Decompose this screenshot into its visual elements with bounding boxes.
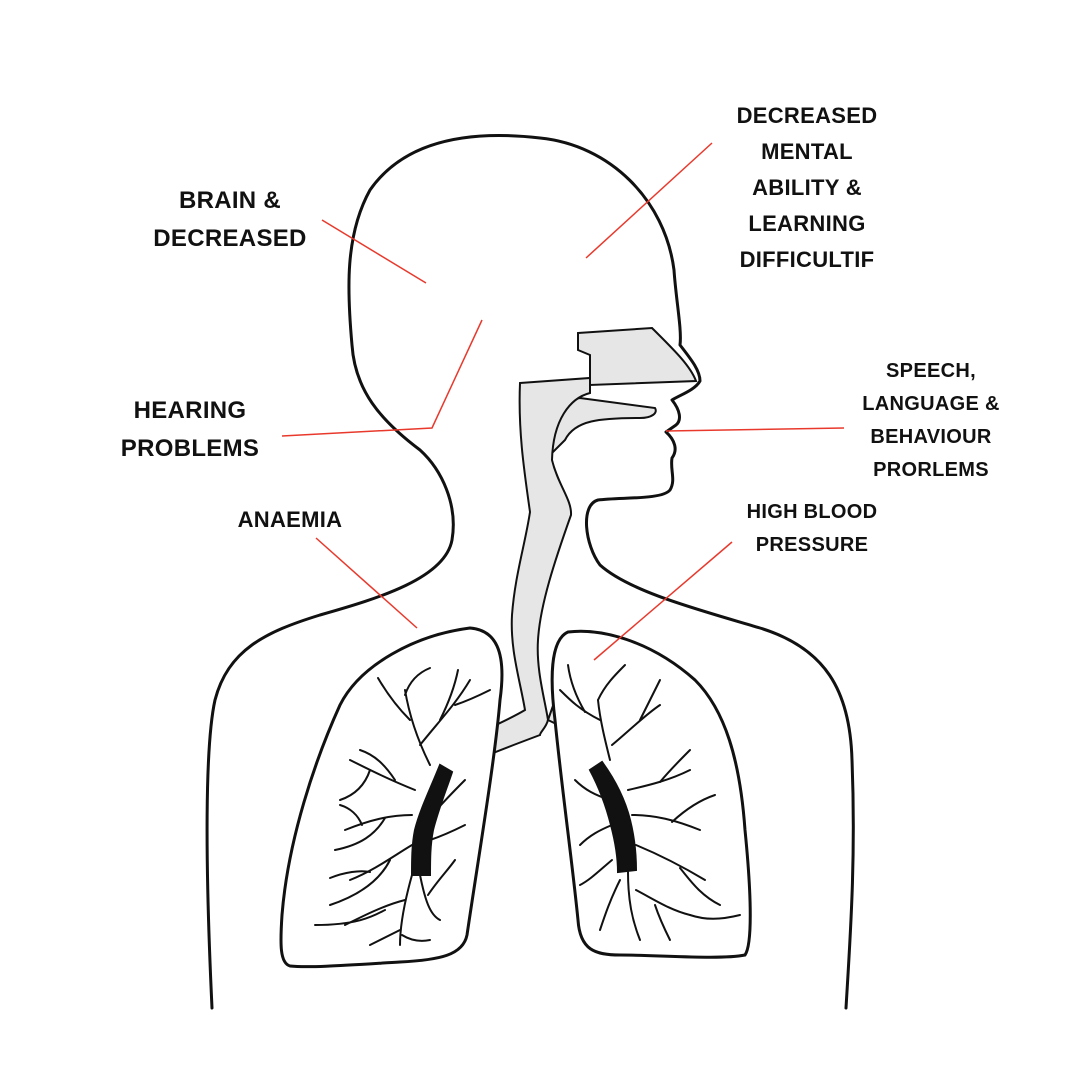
label-hearing-line-2: PROBLEMS (120, 435, 260, 462)
right-main-bronchus (588, 760, 638, 874)
label-decreased-mental: DECREASED MENTAL ABILITY & LEARNING DIFF… (712, 98, 902, 278)
nasal-cavity (577, 326, 698, 387)
leader-brain (321, 219, 427, 284)
label-hearing-line-1: HEARING (133, 397, 247, 424)
leader-anaemia (315, 537, 418, 629)
leader-speech (665, 427, 845, 432)
leader-blood-pressure (593, 541, 733, 661)
label-speech: SPEECH, LANGUAGE & BEHAVIOUR PRORLEMS (846, 355, 1016, 487)
label-brain: BRAIN & DECREASED (130, 182, 330, 258)
label-speech-line-1: SPEECH, (886, 360, 976, 382)
label-brain-line-2: DECREASED (153, 225, 307, 252)
label-mental-line-4: LEARNING (748, 211, 866, 236)
label-speech-line-2: LANGUAGE & (862, 393, 1000, 415)
label-blood-pressure-line-2: PRESSURE (755, 534, 869, 556)
label-mental-line-2: MENTAL (761, 139, 853, 164)
leader-lines (281, 142, 845, 661)
label-speech-line-3: BEHAVIOUR (870, 426, 992, 448)
label-hearing: HEARING PROBLEMS (100, 392, 280, 468)
label-anaemia: ANAEMIA (210, 502, 370, 538)
label-anaemia-line-1: ANAEMIA (237, 507, 343, 532)
trachea (430, 376, 591, 780)
leader-hearing (281, 319, 483, 437)
body-outline (205, 134, 855, 1010)
label-mental-line-5: DIFFICULTIF (739, 247, 875, 272)
leader-mental (585, 142, 713, 259)
label-blood-pressure: HIGH BLOOD PRESSURE (722, 496, 902, 562)
label-brain-line-1: BRAIN & (178, 187, 282, 214)
left-bronchial-tree (314, 667, 491, 946)
label-mental-line-1: DECREASED (736, 103, 878, 128)
label-speech-line-4: PRORLEMS (873, 459, 989, 481)
right-lung (550, 629, 752, 959)
right-bronchial-tree (559, 664, 741, 941)
label-mental-line-3: ABILITY & (752, 175, 862, 200)
left-lung (279, 626, 504, 969)
label-blood-pressure-line-1: HIGH BLOOD (746, 501, 878, 523)
